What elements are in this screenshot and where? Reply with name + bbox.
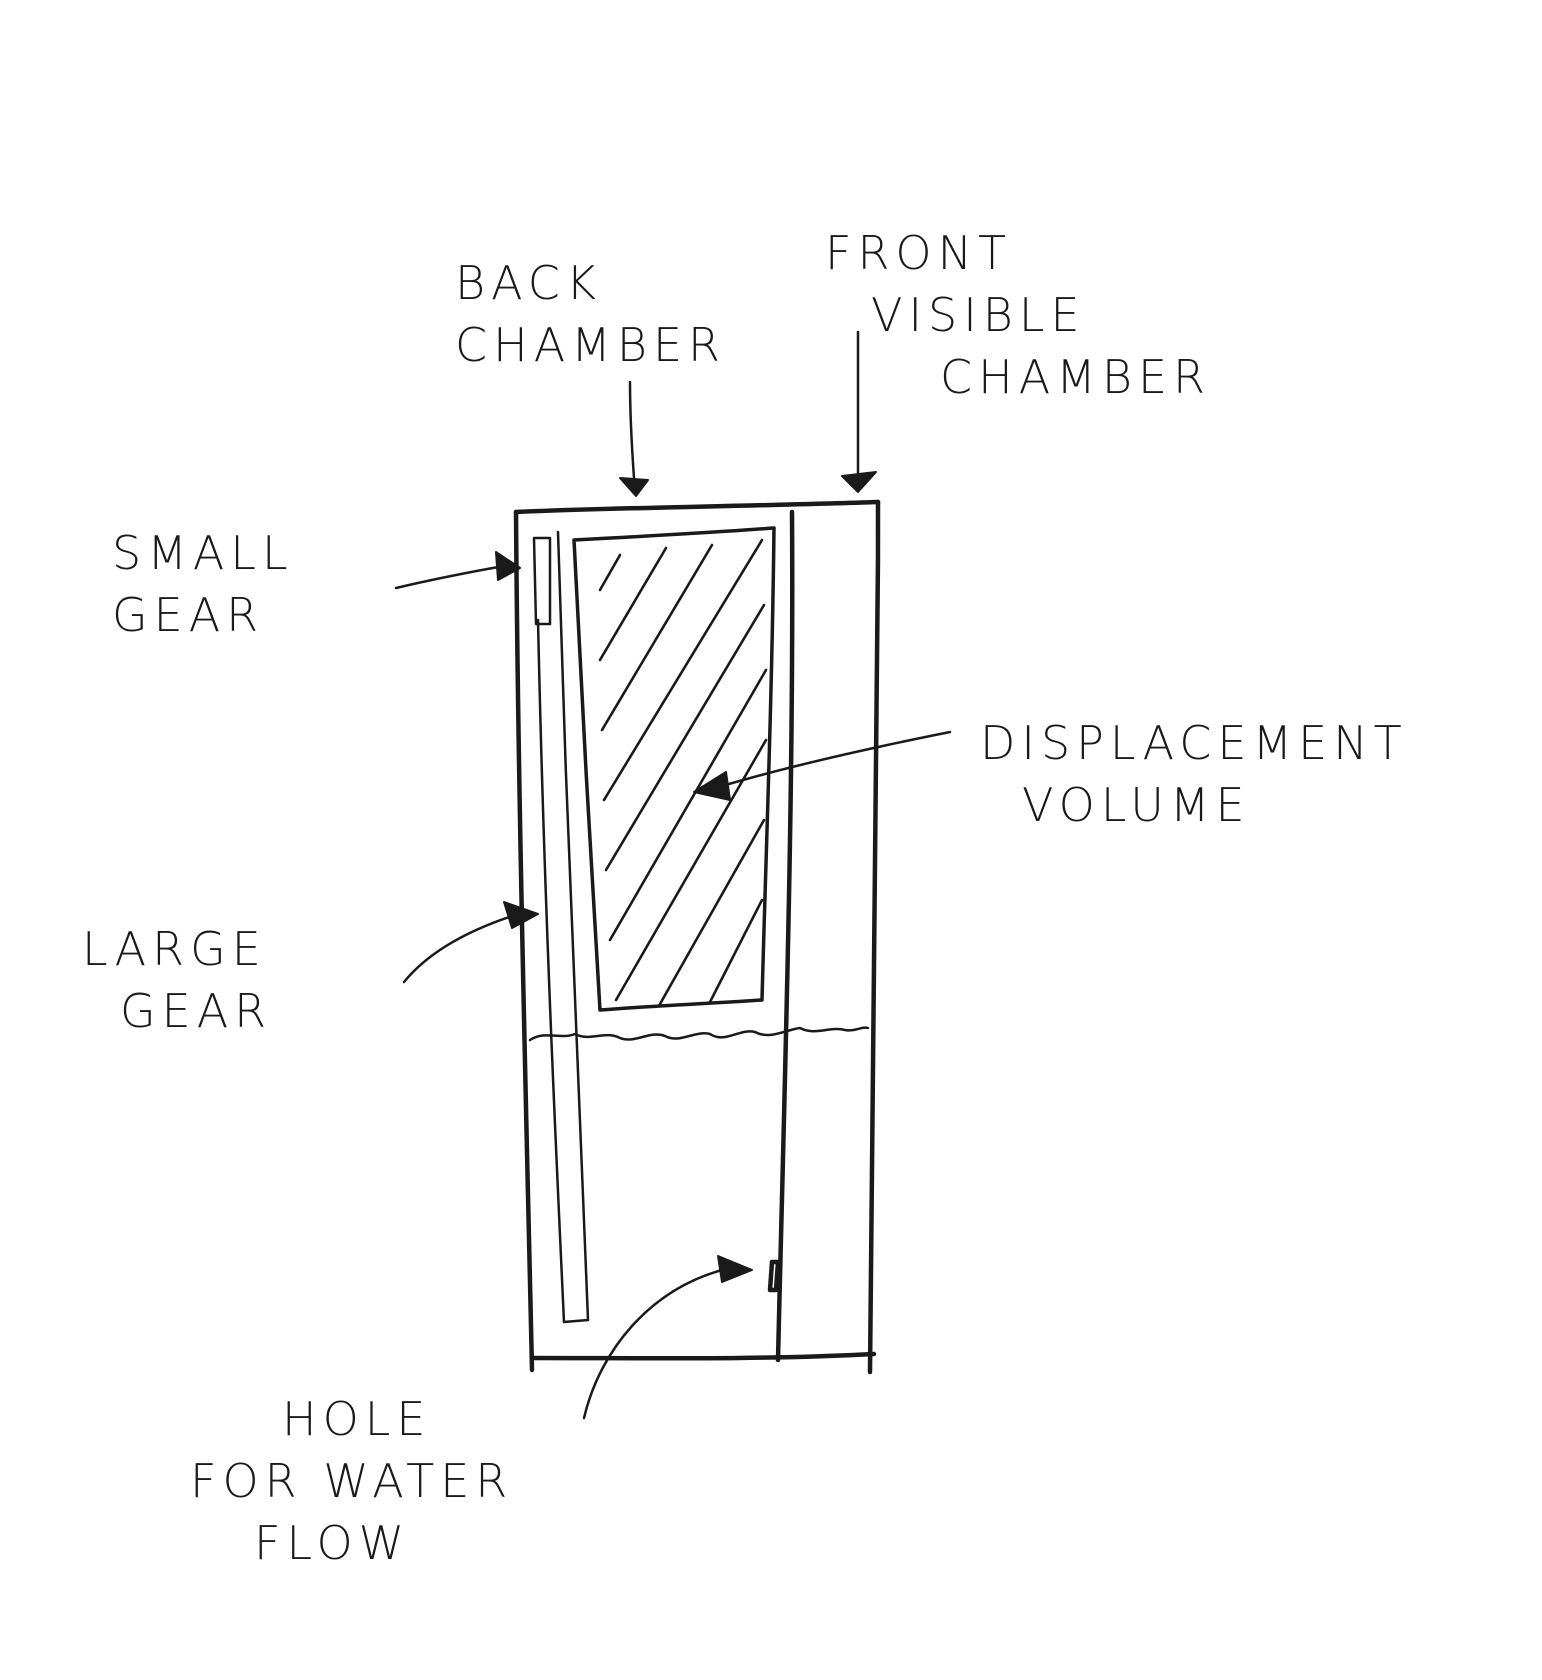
label-back-chamber-line1: BACK	[455, 252, 726, 314]
label-large-gear: LARGE GEAR	[82, 918, 272, 1042]
displacement-volume-block	[574, 528, 774, 1010]
leader-hole	[584, 1256, 752, 1418]
label-displacement-line2: VOLUME	[980, 774, 1408, 836]
water-surface	[530, 1028, 868, 1040]
label-hole-line1: HOLE	[190, 1388, 513, 1450]
label-large-gear-line2: GEAR	[82, 980, 272, 1042]
label-large-gear-line1: LARGE	[82, 918, 272, 980]
label-back-chamber: BACK CHAMBER	[455, 252, 726, 376]
label-front-line3: CHAMBER	[825, 346, 1211, 408]
leader-back-chamber	[620, 382, 648, 496]
label-small-gear-line1: SMALL	[112, 522, 294, 584]
label-front-line2: VISIBLE	[825, 284, 1211, 346]
label-small-gear: SMALL GEAR	[112, 522, 294, 646]
label-back-chamber-line2: CHAMBER	[455, 314, 726, 376]
front-chamber-divider	[778, 512, 792, 1360]
label-displacement-line1: DISPLACEMENT	[980, 712, 1408, 774]
hole-mark	[770, 1262, 778, 1290]
label-hole-line3: FLOW	[190, 1512, 513, 1574]
leader-large-gear	[404, 902, 538, 982]
label-front-visible-chamber: FRONT VISIBLE CHAMBER	[825, 222, 1211, 408]
leader-small-gear	[396, 552, 520, 588]
label-small-gear-line2: GEAR	[112, 584, 294, 646]
label-hole-line2: FOR WATER	[190, 1450, 513, 1512]
label-hole-for-water-flow: HOLE FOR WATER FLOW	[190, 1388, 513, 1574]
leader-displacement	[694, 732, 950, 800]
small-gear	[534, 538, 550, 624]
label-displacement-volume: DISPLACEMENT VOLUME	[980, 712, 1408, 836]
label-front-line1: FRONT	[825, 222, 1211, 284]
hatching	[600, 540, 766, 1004]
